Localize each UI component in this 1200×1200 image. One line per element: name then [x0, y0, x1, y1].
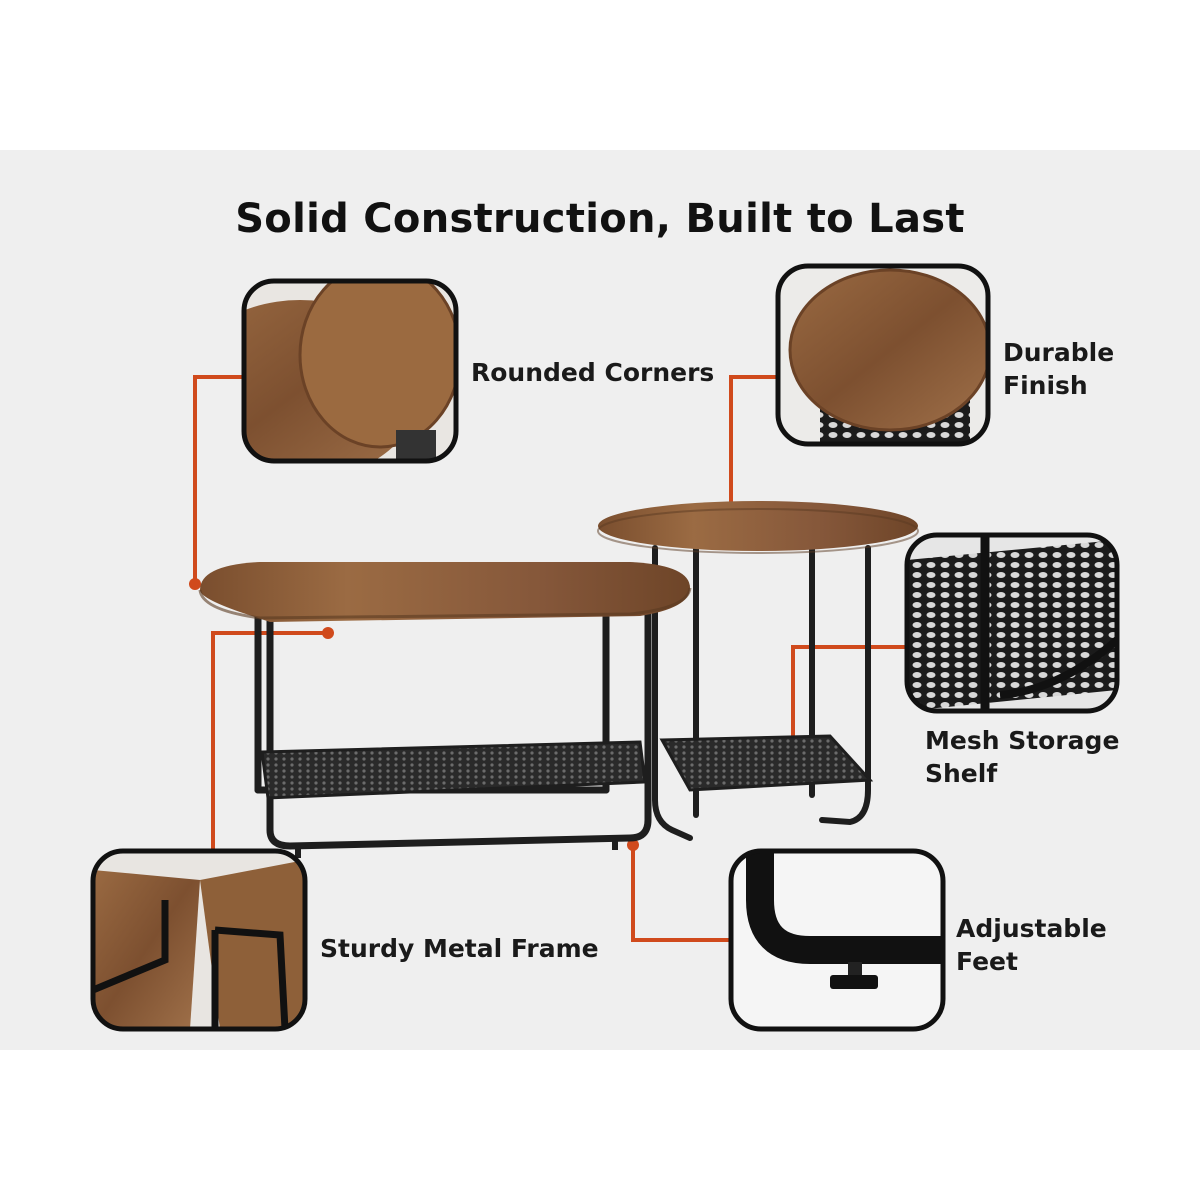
side-table [597, 501, 919, 841]
detail-sturdy-frame-image [90, 848, 308, 1032]
label-sturdy-frame: Sturdy Metal Frame [320, 934, 599, 963]
label-adjustable-feet-line2: Feet [956, 947, 1018, 976]
label-adjustable-feet: Adjustable Feet [956, 912, 1107, 978]
leader-lines [193, 375, 907, 942]
leader-durable-finish [729, 375, 778, 525]
leader-rounded-corners [193, 375, 244, 584]
page-title: Solid Construction, Built to Last [235, 196, 965, 242]
coffee-table [198, 562, 692, 858]
detail-rounded-corners-image [241, 278, 459, 464]
leader-sturdy-frame [211, 631, 328, 851]
label-mesh-storage: Mesh Storage Shelf [925, 724, 1119, 790]
detail-adjustable-feet-image [728, 848, 946, 1032]
label-mesh-storage-line1: Mesh Storage [925, 726, 1120, 755]
label-rounded-corners: Rounded Corners [471, 358, 715, 387]
detail-mesh-shelf-image [904, 532, 1120, 714]
label-adjustable-feet-line1: Adjustable [956, 914, 1107, 943]
label-durable-finish: Durable Finish [1003, 338, 1115, 400]
detail-durable-finish-image [775, 263, 991, 447]
label-mesh-storage-line2: Shelf [925, 759, 998, 788]
leader-adjustable-feet [631, 845, 731, 942]
